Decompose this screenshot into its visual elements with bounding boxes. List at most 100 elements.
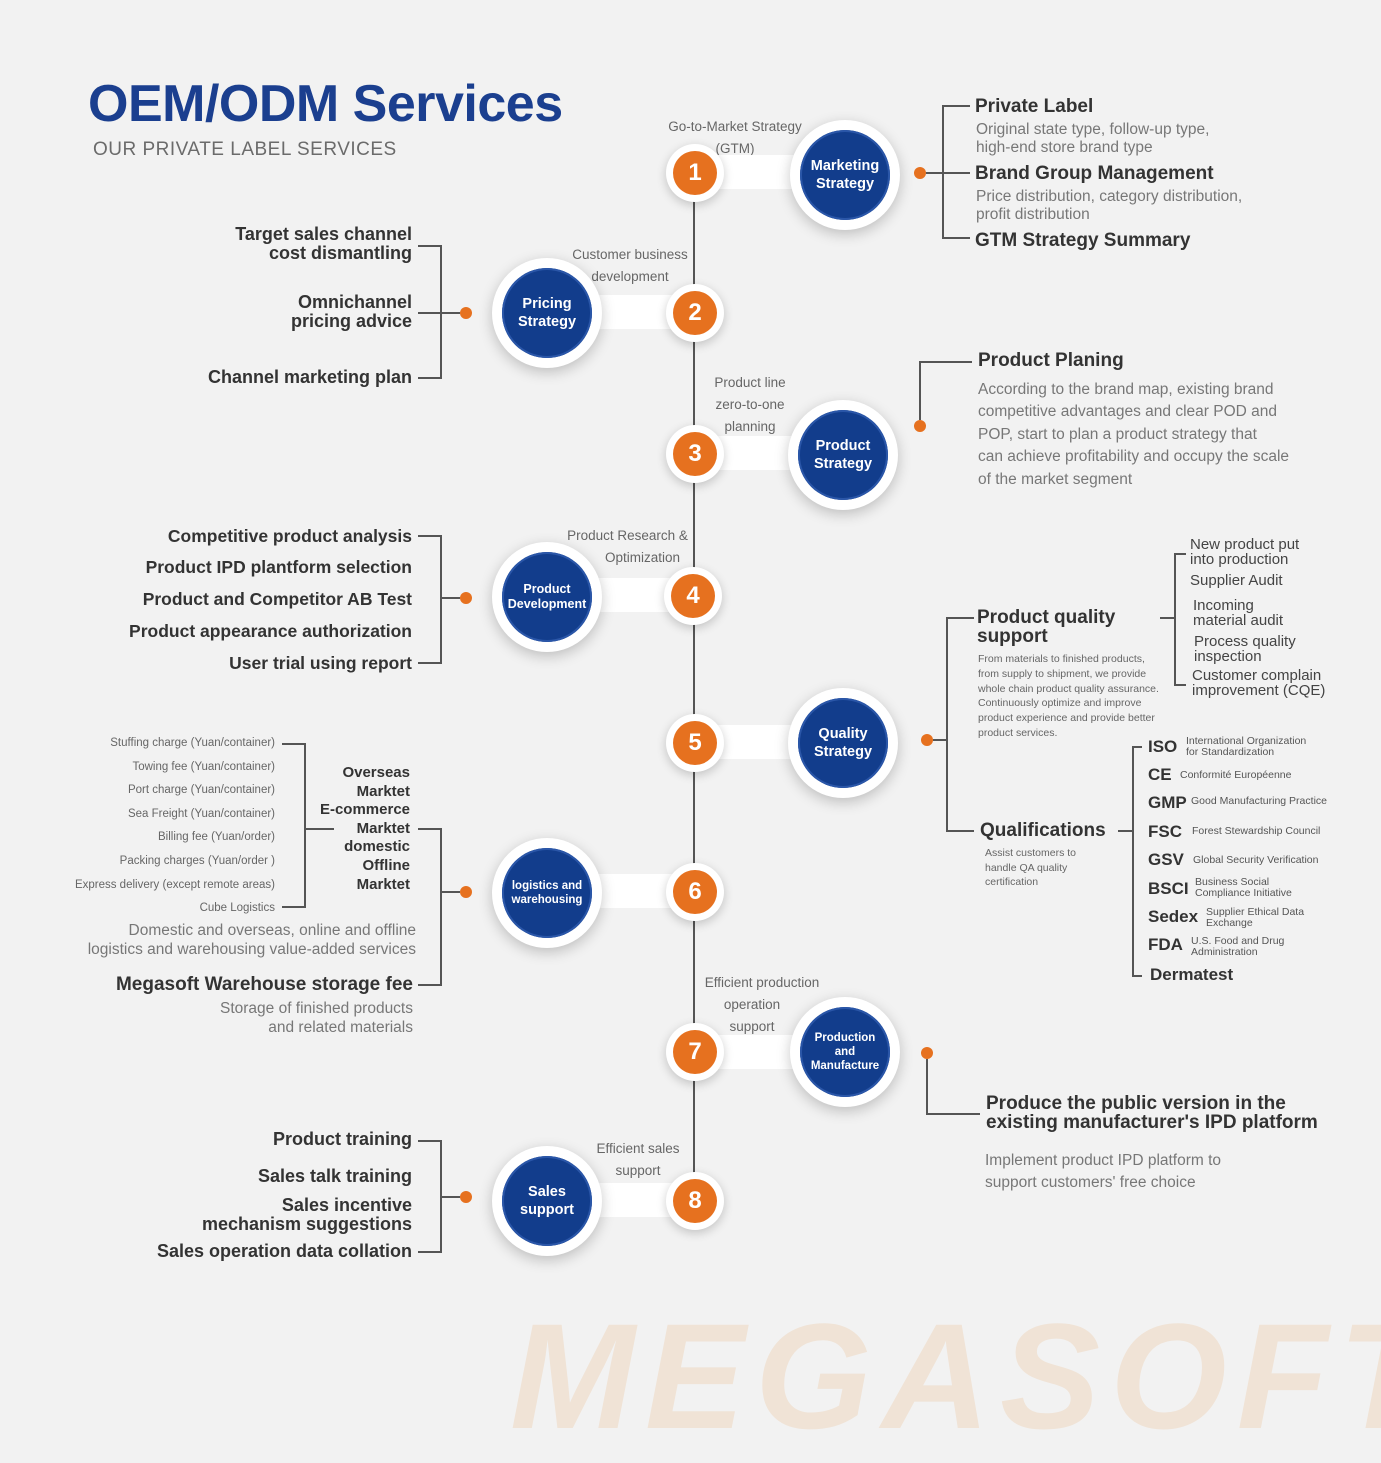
sales-connector-dot [460,1191,472,1203]
sales-item: Product training [273,1129,412,1149]
development-bracket [440,535,442,663]
marketing-tick [942,105,970,107]
step-6-badge: 6 [666,863,724,921]
marketing-item-title: GTM Strategy Summary [975,230,1191,251]
cert-code: ISO [1148,737,1178,756]
qualifications-tick [1132,746,1142,748]
development-item: Product IPD plantform selection [145,557,412,577]
pricing-connector-dot [460,307,472,319]
marketing-item-title: Private Label [975,96,1094,117]
cert-code: Sedex [1148,907,1199,926]
step-4-circle: Product Development [492,542,602,652]
cert-code: CE [1148,765,1172,784]
logistics-fee-list: Stuffing charge (Yuan/container)Towing f… [74,737,275,915]
development-tick [418,662,442,664]
fees-connector [304,828,334,830]
development-item: User trial using report [229,653,412,673]
product-strategy-connector [919,361,972,363]
marketing-tick [942,172,970,174]
sales-connector [442,1196,460,1198]
development-item: Product and Competitor AB Test [142,589,412,609]
cert-code: FSC [1148,822,1182,841]
cert-code: FDA [1148,935,1183,954]
marketing-item-desc: Price distribution, category distributio… [976,188,1243,223]
step-6-number: 6 [673,870,717,914]
step-4-number: 4 [671,574,715,618]
quality-support-desc: From materials to finished products,from… [978,653,1159,739]
cert-desc: Global Security Verification [1193,854,1319,866]
pricing-strategy-label: Pricing Strategy [502,268,592,358]
marketing-item-title: Brand Group Management [975,163,1214,184]
page-subtitle: OUR PRIVATE LABEL SERVICES [93,139,397,160]
development-connector-dot [460,592,472,604]
fees-tick [282,906,306,908]
cert-code: BSCI [1148,879,1189,898]
pricing-tick [418,245,442,247]
qualifications-tick [1132,975,1142,977]
qualifications-connector [1118,830,1134,832]
step-6-circle: logistics and warehousing [492,838,602,948]
production-connector-dot [921,1047,933,1059]
product-strategy-connector-dot [914,420,926,432]
step-8-badge: 8 [666,1172,724,1230]
development-item: Product appearance authorization [129,621,412,641]
quality-bracket [946,617,948,831]
cert-code: Dermatest [1150,965,1234,984]
watermark-logo: MEGASOFT [510,1292,1381,1460]
cert-code: GSV [1148,850,1184,869]
logistics-desc: Domestic and overseas, online and offlin… [87,922,416,958]
cert-desc: Forest Stewardship Council [1192,825,1321,837]
marketing-connector [926,172,944,174]
step-5-circle: Quality Strategy [788,688,898,798]
step-4-caption: Product Research &Optimization [567,528,688,565]
sales-item: Sales operation data collation [156,1241,412,1261]
development-item: Competitive product analysis [167,526,412,546]
production-manufacture-label: Production and Manufacture [800,1007,890,1097]
development-connector [442,597,460,599]
pricing-item: Channel marketing plan [207,367,412,387]
quality-support-bracket [1174,553,1176,685]
product-planing-desc: According to the brand map, existing bra… [978,381,1290,488]
quality-support-connector [1160,617,1176,619]
production-connector [926,1059,928,1114]
production-connector [926,1113,980,1115]
step-7-number: 7 [673,1030,717,1074]
step-3-number: 3 [673,432,717,476]
qualifications-title: Qualifications [980,820,1106,841]
product-strategy-connector [919,361,921,420]
development-tick [418,535,442,537]
step-4-badge: 4 [664,567,722,625]
fees-bracket [304,743,306,907]
step-7-circle: Production and Manufacture [790,997,900,1107]
timeline-spine [693,170,695,1210]
step-1-caption: Go-to-Market Strategy(GTM) [668,119,802,156]
logistics-warehousing-label: logistics and warehousing [502,848,592,938]
sales-item: Sales talk training [257,1166,412,1186]
pricing-tick [418,377,442,379]
pricing-tick [418,312,442,314]
page-title: OEM/ODM Services [88,75,563,133]
step-3-badge: 3 [666,425,724,483]
storage-fee-title: Megasoft Warehouse storage fee [115,974,413,995]
product-planing-title: Product Planing [978,350,1124,371]
quality-tick [946,830,974,832]
cert-desc: Good Manufacturing Practice [1191,795,1327,807]
marketing-item-desc: Original state type, follow-up type,high… [976,121,1210,156]
